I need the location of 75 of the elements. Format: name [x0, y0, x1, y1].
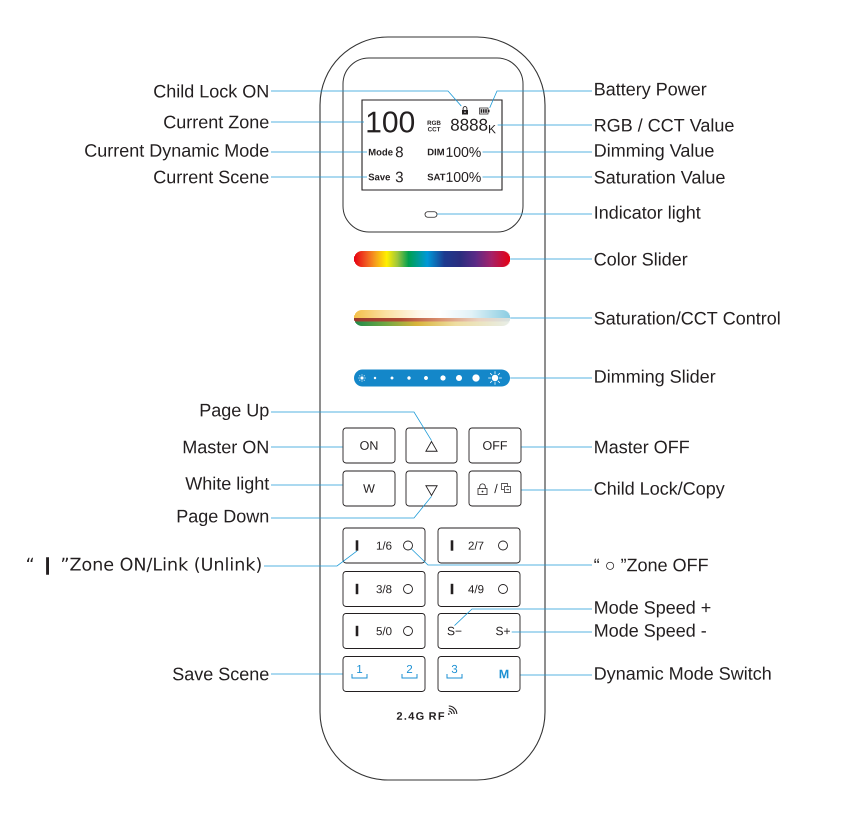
leader-line	[521, 446, 592, 448]
callout-label: “ ❙ ”Zone ON/Link (Unlink)	[27, 557, 261, 575]
callout-label: Saturation/CCT Control	[594, 311, 780, 325]
leader-line	[497, 124, 592, 126]
dimming-slider	[354, 370, 510, 386]
button	[406, 428, 458, 464]
key-label: S+	[496, 626, 510, 636]
button	[406, 470, 458, 506]
button: OFF	[468, 428, 522, 464]
callout-label: Dimming Value	[595, 144, 714, 160]
callout-label: Dimming Slider	[595, 370, 716, 386]
callout-label: Master ON	[184, 440, 268, 454]
leader-line	[510, 258, 592, 260]
key-label: S−	[448, 626, 462, 636]
callout-label: “ ○ ”Zone OFF	[594, 558, 708, 572]
lcd-label: Save	[368, 174, 390, 180]
lcd-digits: 8	[396, 146, 403, 158]
leader-line	[264, 550, 358, 566]
color-slider	[354, 251, 510, 267]
callout-label: Save Scene	[173, 668, 268, 680]
button: 5/0	[342, 613, 426, 649]
lcd-label: Mode	[368, 148, 393, 156]
callout-label: Color Slider	[594, 252, 688, 266]
lcd-digits: 100	[368, 111, 414, 133]
callout-label: Mode Speed +	[595, 600, 710, 618]
button: 3/8	[342, 571, 426, 607]
leader-line	[270, 446, 343, 448]
lcd-screen	[361, 99, 503, 191]
callout-label: Master OFF	[595, 440, 689, 454]
callout-label: Child Lock ON	[154, 84, 268, 98]
leader-line	[489, 90, 592, 108]
leader-line	[454, 608, 592, 626]
lcd-label: SAT	[427, 174, 446, 180]
callout-label: Child Lock/Copy	[594, 482, 725, 498]
leader-line	[270, 496, 432, 518]
leader-line	[520, 674, 592, 676]
leader-line	[270, 176, 368, 178]
circle-icon	[403, 540, 413, 550]
lcd-label: DIM	[428, 148, 444, 156]
leader-line	[270, 412, 432, 441]
lcd-digits: 8888$_{K}$	[450, 118, 496, 134]
callout-label: Indicator light	[595, 206, 701, 222]
callout-label: Mode Speed -	[595, 624, 706, 640]
saturation-slider	[354, 310, 510, 326]
lcd-digits: 3	[396, 172, 403, 182]
callout-label: Battery Power	[595, 82, 706, 100]
callout-label: Page Down	[178, 510, 268, 526]
button: /	[468, 470, 522, 506]
callout-label: Current Zone	[164, 116, 268, 128]
callout-label: Current Dynamic Mode	[85, 144, 268, 160]
leader-line	[270, 484, 343, 486]
callout-label: Saturation Value	[594, 170, 725, 184]
button: W	[342, 470, 396, 506]
screen-frame	[342, 58, 524, 232]
indicator-light	[424, 211, 438, 218]
lcd-digits: 100%	[446, 172, 481, 182]
button: 4/9	[438, 571, 520, 607]
leader-line	[270, 90, 462, 106]
button: 2/7	[438, 528, 520, 564]
button: ON	[342, 428, 396, 464]
leader-line	[482, 176, 592, 178]
padlock-icon	[462, 106, 468, 114]
callout-label: White light	[185, 476, 270, 494]
button	[438, 613, 520, 649]
bar-icon	[356, 540, 358, 551]
callout-label: Current Scene	[154, 170, 268, 184]
callout-label: Page Up	[200, 404, 269, 420]
battery-icon	[479, 108, 490, 114]
button: 3 M	[438, 656, 520, 692]
button: 1/6	[342, 528, 426, 564]
lcd-digits: 100%	[446, 147, 481, 157]
leader-line	[411, 548, 592, 566]
button: 1 2	[342, 656, 426, 692]
callout-label: RGB / CCT Value	[595, 118, 734, 132]
callout-label: Dynamic Mode Switch	[595, 666, 771, 684]
